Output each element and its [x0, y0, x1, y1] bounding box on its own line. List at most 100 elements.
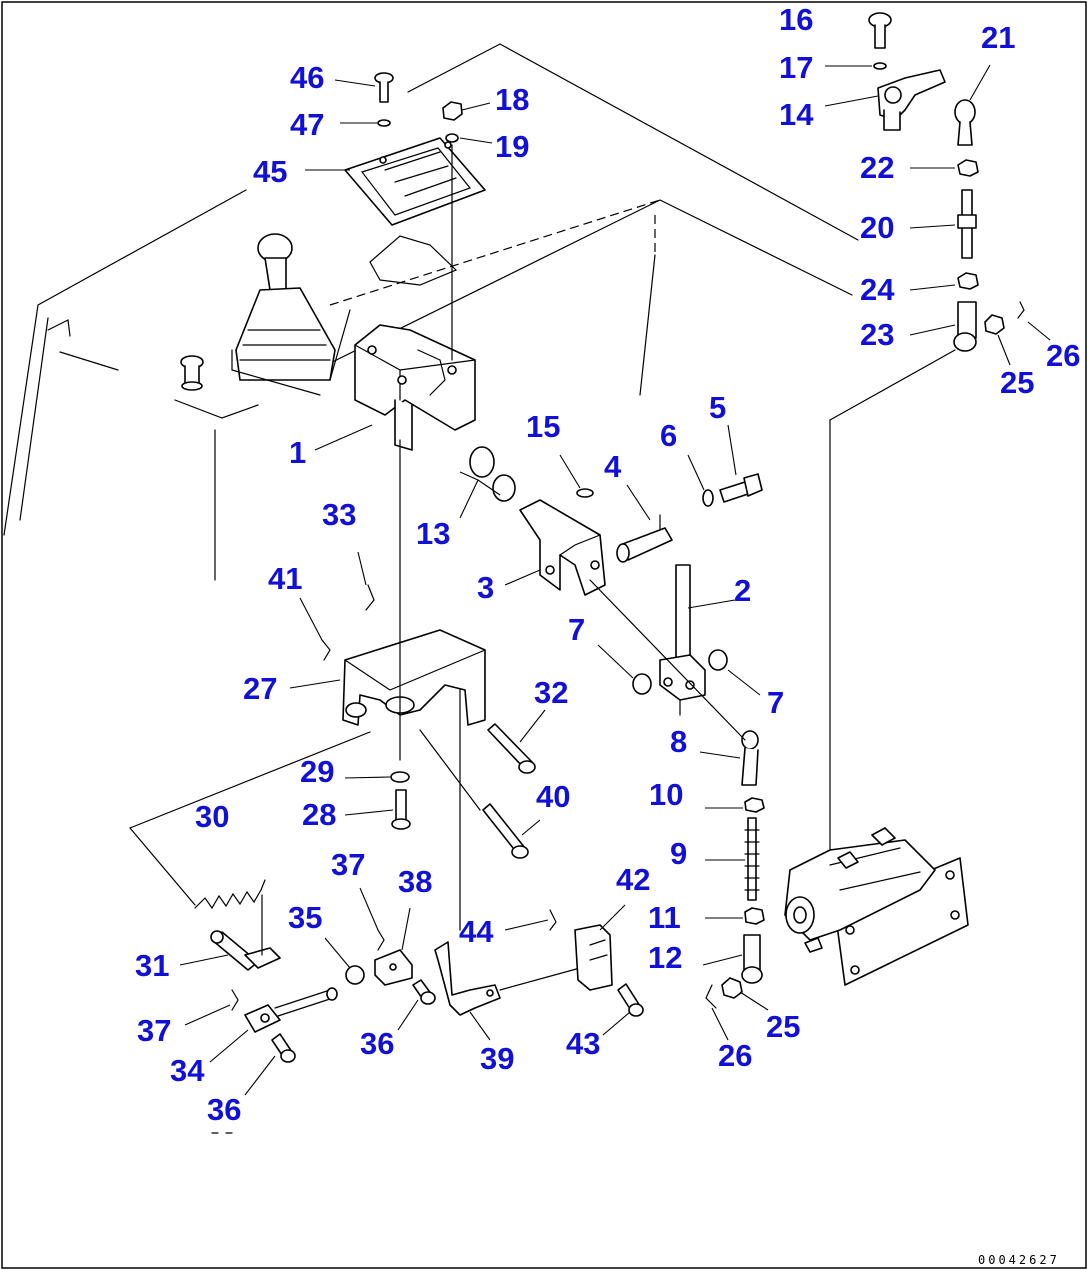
callout-27: 27 [243, 671, 277, 706]
callout-14: 14 [779, 97, 814, 132]
switch-knob [180, 355, 204, 391]
callout-45: 45 [253, 154, 287, 189]
ball-joint-12 [741, 934, 763, 984]
pin-43 [617, 983, 644, 1017]
callout-8: 8 [670, 724, 687, 759]
callout-38: 38 [398, 864, 432, 899]
bellcrank-39 [434, 941, 581, 1016]
bracket-1 [354, 324, 476, 451]
clevis-38 [374, 949, 413, 986]
callout-39: 39 [480, 1041, 514, 1076]
cover-plate-45 [344, 137, 486, 286]
rod-20 [957, 189, 977, 259]
callout-35: 35 [288, 900, 322, 935]
cotter-41 [321, 639, 331, 661]
callout-23: 23 [860, 317, 894, 352]
callout-25b: 25 [766, 1009, 800, 1044]
cotter-26a [1017, 301, 1025, 319]
nut-25b [721, 977, 743, 999]
lever-14 [877, 69, 946, 131]
drawing-code: 00042627 [978, 1253, 1060, 1267]
washer-29 [390, 771, 410, 783]
pin-32 [487, 723, 536, 774]
bolt-16 [868, 12, 892, 49]
callout-33: 33 [322, 497, 356, 532]
nut-11 [744, 907, 765, 925]
callout-11: 11 [648, 900, 681, 935]
bolt-28 [391, 789, 411, 830]
control-lever [231, 233, 336, 396]
bracket-42 [574, 924, 613, 991]
bolt-5 [719, 473, 763, 503]
callout-19: 19 [495, 129, 529, 164]
nut-25a [984, 314, 1005, 335]
callout-30: 30 [195, 799, 229, 834]
callout-44: 44 [459, 914, 494, 949]
cotter-26b [705, 984, 717, 1009]
callout-7b: 7 [767, 685, 784, 720]
spring-30 [194, 879, 266, 910]
callout-26a: 26 [1046, 338, 1080, 373]
yoke-3 [519, 499, 606, 596]
bushing-7a [632, 673, 652, 695]
callout-47: 47 [290, 107, 324, 142]
cotter-44 [549, 909, 557, 931]
callout-25a: 25 [1000, 365, 1034, 400]
callout-12: 12 [648, 940, 682, 975]
callout-34: 34 [170, 1053, 205, 1088]
callout-6: 6 [660, 418, 677, 453]
callout-32: 32 [534, 675, 568, 710]
nut-24 [957, 272, 979, 290]
leader-lines [179, 64, 1051, 1096]
pin-36b [271, 1033, 296, 1063]
washer-19 [445, 133, 459, 143]
chassis-outline [3, 43, 956, 906]
callout-37a: 37 [331, 847, 365, 882]
callout-10: 10 [649, 777, 683, 812]
callouts: 46 18 47 19 45 16 17 21 14 22 20 24 23 2… [135, 2, 1080, 1127]
pin-15 [576, 488, 594, 498]
callout-36a: 36 [360, 1026, 394, 1061]
bracket-27 [342, 629, 486, 726]
callout-16: 16 [779, 2, 813, 37]
nut-22 [957, 159, 979, 177]
lever-2 [659, 564, 706, 716]
pin-40 [482, 803, 529, 859]
callout-43: 43 [566, 1026, 600, 1061]
ball-joint-21 [954, 99, 976, 146]
callout-22: 22 [860, 150, 894, 185]
washer-6 [702, 489, 714, 507]
lever-31 [210, 894, 281, 971]
callout-20: 20 [860, 210, 894, 245]
callout-24: 24 [860, 272, 895, 307]
ball-joint-8 [741, 730, 759, 786]
cotter-33 [365, 584, 375, 611]
callout-4: 4 [604, 449, 622, 484]
callout-21: 21 [981, 20, 1015, 55]
linkage-line [589, 579, 746, 741]
bushings-13 [469, 446, 516, 502]
callout-42: 42 [616, 862, 650, 897]
pin-36a [412, 979, 436, 1005]
pin-4 [616, 514, 673, 563]
callout-5: 5 [709, 390, 726, 425]
callout-36b: 36 [207, 1092, 241, 1127]
callout-3: 3 [477, 570, 494, 605]
ball-joint-23 [953, 301, 977, 352]
callout-37b: 37 [137, 1013, 171, 1048]
screw-46 [374, 72, 394, 103]
nut-18 [442, 101, 463, 121]
callout-13: 13 [416, 516, 450, 551]
callout-40: 40 [536, 779, 570, 814]
callout-18: 18 [495, 82, 529, 117]
control-valve [784, 827, 969, 986]
bushing-7b [708, 649, 728, 671]
callout-41: 41 [268, 561, 302, 596]
nut-10 [744, 797, 765, 813]
callout-9: 9 [670, 836, 687, 871]
washer-47 [377, 119, 391, 127]
callout-26b: 26 [718, 1038, 752, 1073]
washer-17 [873, 62, 887, 70]
